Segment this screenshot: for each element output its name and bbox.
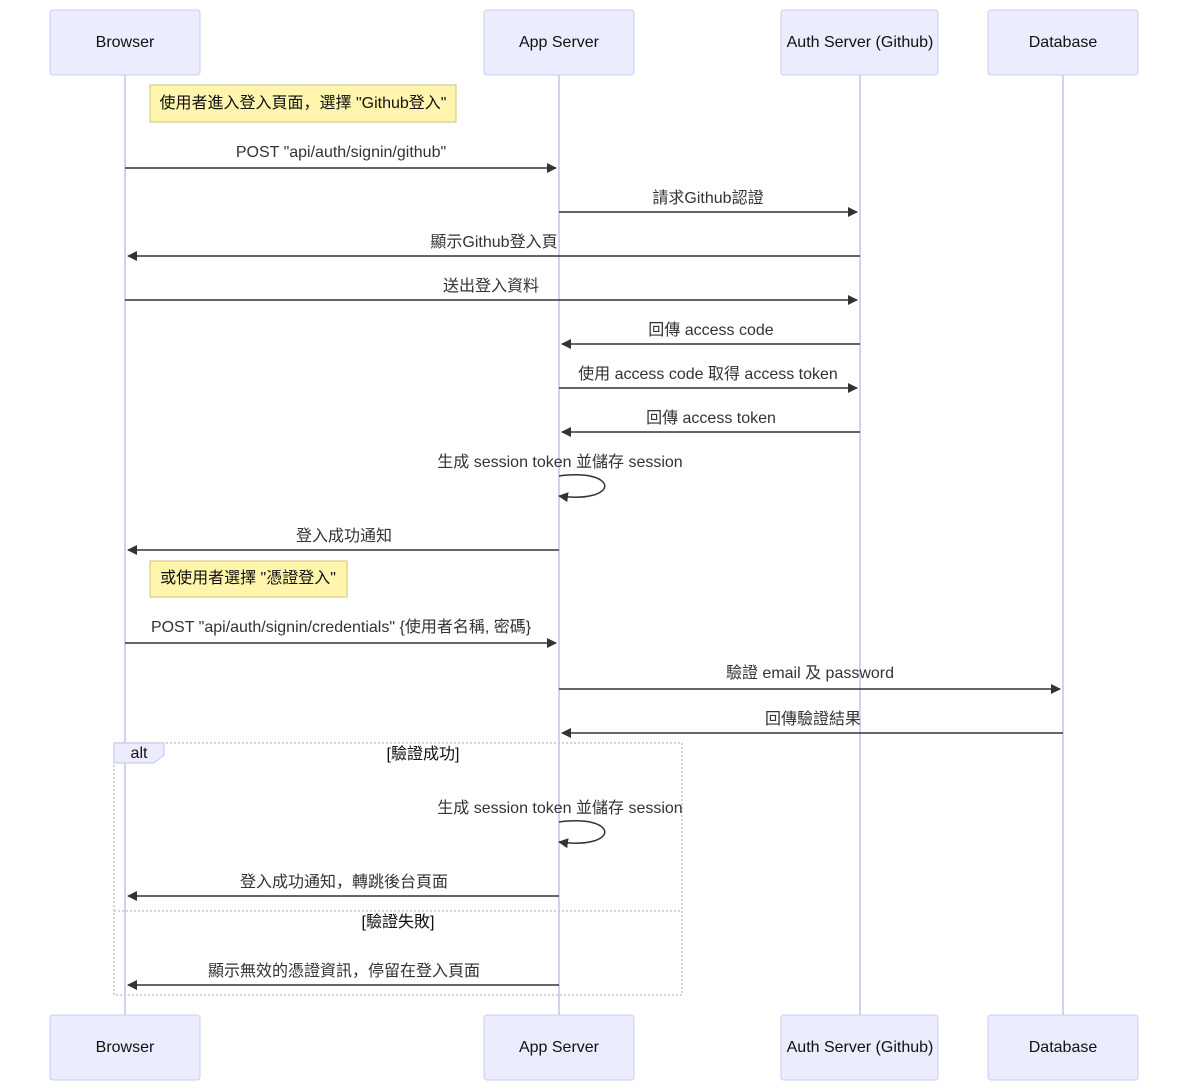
- message-create-session-1: 生成 session token 並儲存 session: [437, 453, 683, 503]
- message-label: 請求Github認證: [652, 189, 763, 207]
- actor-auth-server-bottom: Auth Server (Github): [780, 1014, 939, 1081]
- actor-label: Database: [1029, 1039, 1098, 1056]
- message-return-access-code: 回傳 access code: [561, 321, 860, 349]
- message-login-success: 登入成功通知: [127, 527, 559, 555]
- actor-database-top: Database: [987, 9, 1139, 76]
- actor-auth-server-top: Auth Server (Github): [780, 9, 939, 76]
- actor-label: App Server: [519, 1039, 600, 1056]
- actor-app-server-bottom: App Server: [483, 1014, 635, 1081]
- message-return-verify-result: 回傳驗證結果: [561, 710, 1063, 738]
- message-return-access-token: 回傳 access token: [561, 409, 860, 437]
- message-label: 生成 session token 並儲存 session: [437, 799, 682, 817]
- alt-frame-border: [113, 742, 683, 996]
- message-verify-credentials: 驗證 email 及 password: [559, 664, 1061, 694]
- alt-frame-label: alt: [131, 745, 148, 762]
- message-arrow: [558, 474, 606, 503]
- message-create-session-2: 生成 session token 並儲存 session: [437, 799, 683, 849]
- alt-condition-failure: [驗證失敗]: [362, 913, 435, 931]
- note-github-login: 使用者進入登入頁面，選擇 "Github登入": [149, 84, 457, 123]
- actor-label: Auth Server (Github): [787, 1039, 934, 1056]
- message-invalid-credentials: 顯示無效的憑證資訊，停留在登入頁面: [127, 962, 559, 990]
- message-label: 顯示Github登入頁: [430, 233, 557, 251]
- actor-app-server-top: App Server: [483, 9, 635, 76]
- actor-browser-bottom: Browser: [49, 1014, 201, 1081]
- message-login-success-redirect: 登入成功通知，轉跳後台頁面: [127, 873, 559, 901]
- message-label: 送出登入資料: [443, 277, 539, 295]
- actor-label: App Server: [519, 34, 600, 51]
- actor-label: Browser: [96, 34, 155, 51]
- message-submit-login: 送出登入資料: [125, 277, 858, 305]
- note-text: 或使用者選擇 "憑證登入": [160, 569, 336, 587]
- note-credentials-login: 或使用者選擇 "憑證登入": [149, 560, 348, 598]
- message-label: 回傳驗證結果: [765, 710, 861, 728]
- message-request-github-auth: 請求Github認證: [559, 189, 858, 217]
- message-show-github-login: 顯示Github登入頁: [127, 233, 860, 261]
- alt-condition-success: [驗證成功]: [387, 745, 460, 763]
- actor-label: Database: [1029, 34, 1098, 51]
- alt-frame: alt [驗證成功] [驗證失敗]: [113, 742, 683, 996]
- message-post-credentials: POST "api/auth/signin/credentials" {使用者名…: [125, 618, 557, 648]
- message-label: 驗證 email 及 password: [726, 664, 894, 682]
- actor-database-bottom: Database: [987, 1014, 1139, 1081]
- message-label: POST "api/auth/signin/github": [236, 144, 446, 161]
- note-text: 使用者進入登入頁面，選擇 "Github登入": [160, 94, 447, 112]
- message-label: 顯示無效的憑證資訊，停留在登入頁面: [208, 962, 480, 980]
- actor-label: Auth Server (Github): [787, 34, 934, 51]
- message-exchange-token: 使用 access code 取得 access token: [559, 365, 858, 393]
- message-label: 登入成功通知: [296, 527, 392, 545]
- actor-browser-top: Browser: [49, 9, 201, 76]
- actor-label: Browser: [96, 1039, 155, 1056]
- message-arrow: [558, 820, 606, 849]
- message-label: 使用 access code 取得 access token: [578, 365, 838, 383]
- message-label: 生成 session token 並儲存 session: [437, 453, 682, 471]
- message-label: POST "api/auth/signin/credentials" {使用者名…: [151, 618, 532, 636]
- message-label: 回傳 access token: [646, 409, 776, 427]
- alt-frame-tab: [113, 742, 165, 764]
- message-label: 回傳 access code: [648, 321, 773, 339]
- message-label: 登入成功通知，轉跳後台頁面: [240, 873, 448, 891]
- message-post-github: POST "api/auth/signin/github": [125, 144, 557, 173]
